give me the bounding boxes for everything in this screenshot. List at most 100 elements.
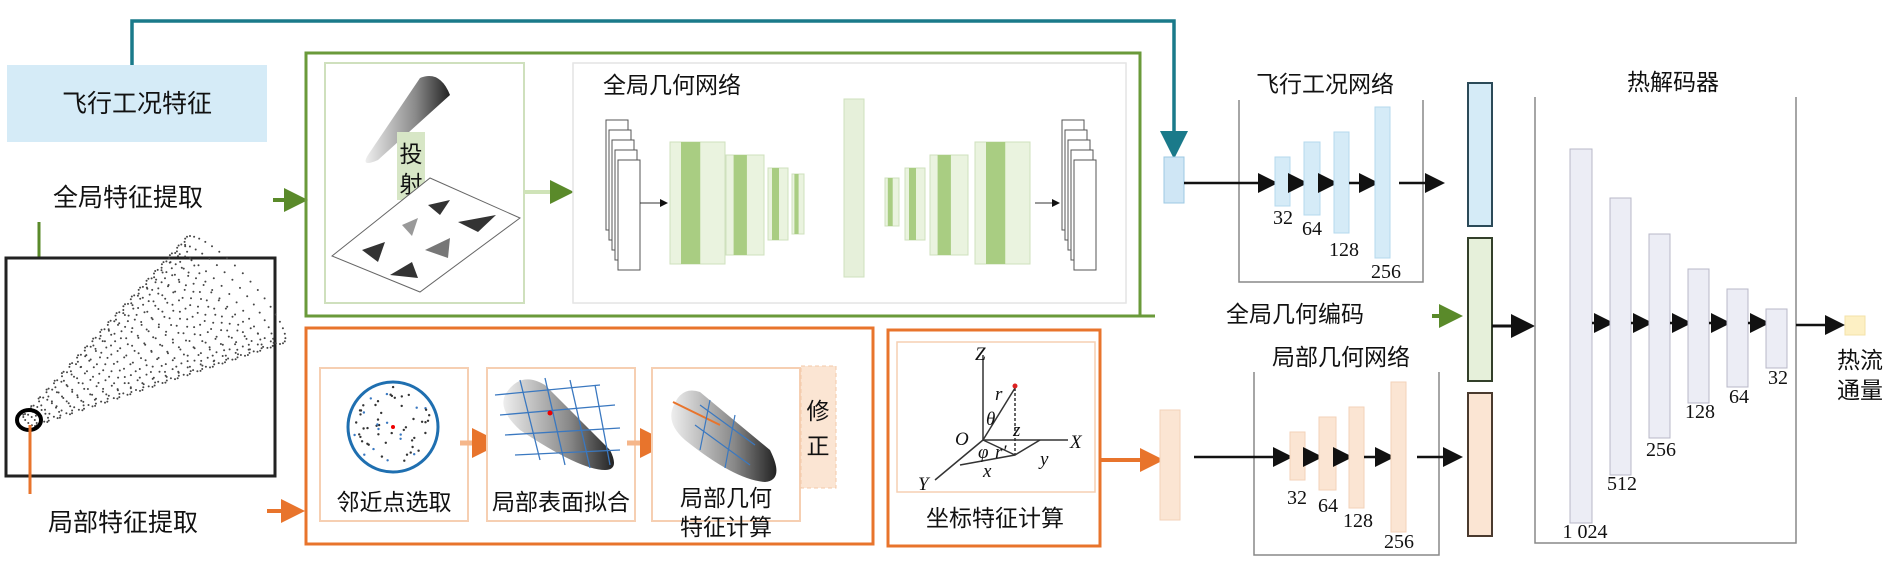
- cloud-point: [91, 340, 93, 342]
- cloud-point: [193, 236, 195, 238]
- cloud-point: [89, 379, 91, 381]
- cloud-point: [197, 312, 199, 314]
- cloud-point: [196, 370, 198, 372]
- cloud-point: [117, 350, 119, 352]
- cloud-point: [171, 267, 173, 269]
- label-r: r: [995, 384, 1003, 405]
- correction-label-1: 修: [807, 399, 830, 425]
- cloud-point: [157, 287, 159, 289]
- cloud-point: [176, 250, 178, 252]
- cloud-point: [164, 277, 166, 279]
- cloud-point: [170, 324, 172, 326]
- cloud-point: [161, 345, 163, 347]
- layer-size-label: 256: [1384, 531, 1414, 553]
- cloud-point: [231, 279, 233, 281]
- cloud-point: [152, 378, 154, 380]
- cloud-point: [138, 289, 140, 291]
- cloud-point: [59, 415, 61, 417]
- cloud-point: [124, 303, 126, 305]
- cloud-point: [88, 404, 90, 406]
- cloud-point: [207, 357, 209, 359]
- cloud-point: [198, 272, 200, 274]
- cloud-point: [166, 380, 168, 382]
- cloud-point: [36, 406, 38, 408]
- point-cloud-box: [6, 258, 275, 476]
- cloud-point: [163, 316, 165, 318]
- cloud-point: [174, 274, 176, 276]
- cloud-point: [216, 264, 218, 266]
- cloud-point: [161, 311, 163, 313]
- cloud-point: [146, 311, 148, 313]
- cloud-point: [210, 328, 212, 330]
- neighbor-point: [360, 409, 362, 411]
- cloud-point: [189, 366, 191, 368]
- cloud-point: [161, 263, 163, 265]
- cloud-point: [186, 318, 188, 320]
- cloud-point: [142, 297, 144, 299]
- cloud-point: [211, 289, 213, 291]
- cloud-point: [99, 356, 101, 358]
- origin-o: O: [955, 429, 969, 450]
- neighbor-point: [376, 423, 378, 425]
- cloud-point: [157, 293, 159, 295]
- cloud-point: [165, 331, 167, 333]
- cloud-point: [275, 314, 277, 316]
- cloud-point: [100, 401, 102, 403]
- cloud-point: [132, 308, 134, 310]
- cloud-point: [78, 409, 80, 411]
- coord-calc-label: 坐标特征计算: [926, 506, 1064, 532]
- cloud-point: [207, 306, 209, 308]
- cloud-point: [239, 287, 241, 289]
- heat-flux-label-2: 通量: [1837, 378, 1883, 404]
- cloud-point: [125, 355, 127, 357]
- neighbor-select-label: 邻近点选取: [337, 490, 452, 516]
- cloud-point: [71, 389, 73, 391]
- query-point: [391, 425, 395, 429]
- cloud-point: [270, 340, 272, 342]
- cloud-point: [231, 359, 233, 361]
- cloud-point: [127, 320, 129, 322]
- cloud-point: [175, 366, 177, 368]
- cloud-point: [264, 319, 266, 321]
- cloud-point: [179, 318, 181, 320]
- cloud-point: [130, 298, 132, 300]
- cloud-point: [140, 357, 142, 359]
- cloud-point: [98, 382, 100, 384]
- cloud-point: [122, 312, 124, 314]
- cloud-point: [139, 368, 141, 370]
- flight-net-title: 飞行工况网络: [1256, 72, 1394, 98]
- cloud-point: [182, 297, 184, 299]
- cloud-point: [46, 399, 48, 401]
- cloud-point: [184, 245, 186, 247]
- cloud-point: [38, 400, 40, 402]
- cloud-point: [150, 371, 152, 373]
- cloud-point: [142, 389, 144, 391]
- cloud-point: [105, 379, 107, 381]
- surface-fit-label: 局部表面拟合: [492, 490, 630, 516]
- cloud-point: [172, 359, 174, 361]
- cloud-point: [140, 321, 142, 323]
- cloud-point: [168, 257, 170, 259]
- cloud-point: [242, 346, 244, 348]
- cloud-point: [130, 386, 132, 388]
- cloud-point: [135, 370, 137, 372]
- cloud-point: [87, 388, 89, 390]
- cloud-point: [95, 348, 97, 350]
- cloud-point: [44, 409, 46, 411]
- cloud-point: [186, 326, 188, 328]
- neighbor-point: [362, 427, 364, 429]
- cloud-point: [84, 350, 86, 352]
- cloud-point: [227, 358, 229, 360]
- cloud-point: [259, 350, 261, 352]
- neighbor-point: [403, 460, 405, 462]
- cloud-point: [272, 345, 274, 347]
- cloud-point: [22, 414, 24, 416]
- layer-size-label: 128: [1685, 401, 1715, 423]
- cloud-point: [169, 262, 171, 264]
- cloud-point: [215, 338, 217, 340]
- cloud-point: [80, 354, 82, 356]
- cloud-point: [189, 257, 191, 259]
- cloud-point: [195, 277, 197, 279]
- cloud-point: [124, 376, 126, 378]
- cloud-point: [121, 330, 123, 332]
